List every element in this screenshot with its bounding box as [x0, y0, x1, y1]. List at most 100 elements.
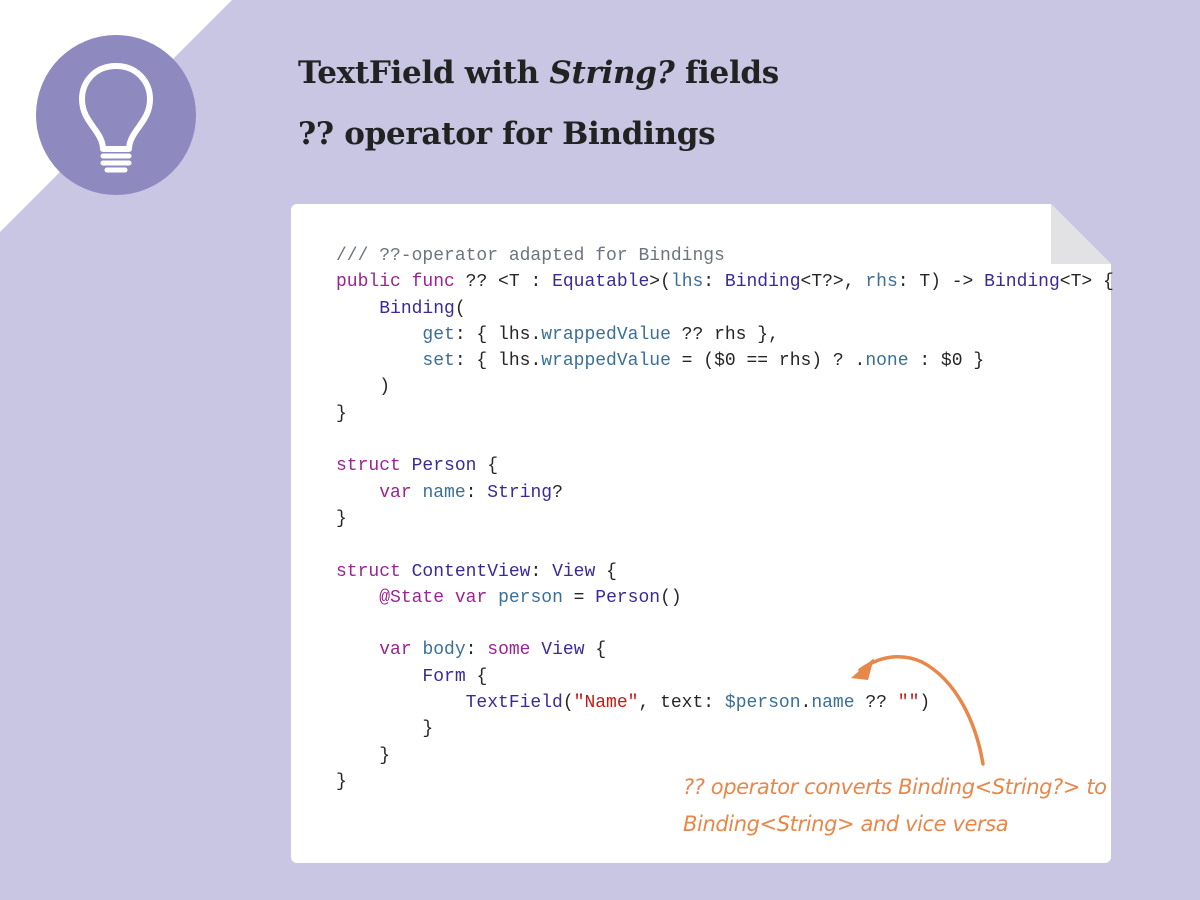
code-token: [401, 456, 412, 476]
code-token: [336, 325, 422, 345]
code-token: @State: [379, 587, 445, 608]
code-token: ): [336, 377, 391, 398]
code-token: = ($0 == rhs) ? .: [670, 351, 866, 372]
page-subtitle: ?? operator for Bindings: [298, 116, 716, 152]
code-token: Person: [411, 456, 477, 477]
code-token: ContentView: [411, 561, 531, 582]
code-token: [401, 562, 412, 582]
subtitle-text: ?? operator for Bindings: [298, 116, 716, 152]
code-token: (: [454, 298, 466, 319]
code-token: {: [476, 456, 499, 477]
code-token: wrappedValue: [541, 324, 671, 345]
code-line: ): [336, 374, 1114, 400]
code-token: [336, 483, 379, 503]
code-line: }: [336, 716, 1114, 742]
code-line: public func ?? <T : Equatable>(lhs: Bind…: [336, 269, 1114, 295]
code-token: Binding: [984, 272, 1060, 293]
lightbulb-badge: [36, 35, 196, 195]
code-line: var body: some View {: [336, 637, 1114, 663]
code-token: "": [897, 693, 920, 714]
code-token: $person: [724, 693, 801, 714]
code-token: var: [379, 640, 412, 661]
code-token: [487, 588, 498, 608]
code-token: person: [498, 587, 563, 608]
code-line: struct ContentView: View {: [336, 559, 1114, 585]
code-token: View: [541, 640, 585, 661]
code-token: name: [422, 482, 466, 503]
code-token: Binding: [724, 272, 801, 293]
code-token: Person: [595, 587, 661, 608]
code-token: name: [811, 693, 855, 714]
code-token: "Name": [573, 693, 639, 714]
code-token: <T> {: [1059, 272, 1114, 293]
code-line: [336, 611, 1114, 637]
annotation-line-1: ?? operator converts Binding<String?> to: [683, 775, 1107, 799]
code-token: .: [800, 693, 812, 714]
title-prefix: TextField with: [298, 55, 550, 91]
code-token: =: [562, 587, 596, 608]
code-token: [336, 667, 422, 687]
code-token: set: [422, 351, 455, 372]
code-token: : T) ->: [897, 272, 985, 293]
code-token: String: [487, 482, 553, 503]
code-token: [336, 351, 422, 371]
code-token: [336, 693, 466, 713]
code-token: {: [595, 561, 617, 582]
code-token: /// ??-operator adapted for Bindings: [336, 246, 725, 266]
code-line: @State var person = Person(): [336, 585, 1114, 611]
code-line: struct Person {: [336, 453, 1114, 479]
code-token: <T?>,: [800, 272, 866, 293]
annotation-line-2: Binding<String> and vice versa: [683, 812, 1009, 836]
code-token: ?? rhs },: [670, 324, 779, 345]
code-token: ?: [552, 482, 563, 503]
page-title: TextField with String? fields: [298, 55, 779, 91]
code-sheet: [291, 204, 1111, 863]
title-emphasis: String?: [549, 55, 675, 91]
code-token: (): [660, 587, 682, 608]
code-token: TextField: [465, 693, 563, 714]
code-token: [336, 588, 379, 608]
code-token: [401, 272, 412, 292]
code-token: }: [336, 508, 347, 529]
code-line: [336, 427, 1114, 453]
code-line: }: [336, 743, 1114, 769]
code-token: :: [465, 482, 488, 503]
code-token: body: [422, 640, 466, 661]
code-token: {: [584, 640, 607, 661]
code-line: /// ??-operator adapted for Bindings: [336, 243, 1114, 269]
code-token: get: [422, 324, 455, 345]
code-token: func: [411, 272, 455, 293]
code-token: [412, 483, 423, 503]
code-line: TextField("Name", text: $person.name ?? …: [336, 690, 1114, 716]
code-token: struct: [336, 561, 401, 582]
code-token: [336, 299, 379, 319]
code-line: }: [336, 769, 1114, 795]
code-token: {: [465, 666, 488, 687]
code-line: Form {: [336, 664, 1114, 690]
code-token: [336, 640, 379, 660]
code-token: }: [336, 771, 347, 792]
code-token: Equatable: [552, 272, 650, 293]
code-line: }: [336, 401, 1114, 427]
code-token: }: [336, 745, 391, 766]
code-token: some: [487, 640, 531, 661]
code-token: Form: [422, 666, 466, 687]
code-token: :: [465, 640, 488, 661]
code-token: struct: [336, 456, 401, 477]
title-suffix: fields: [674, 55, 779, 91]
code-token: none: [865, 351, 909, 372]
code-token: public: [336, 272, 401, 293]
code-line: Binding(: [336, 296, 1114, 322]
code-token: , text:: [638, 693, 725, 714]
code-token: (: [562, 693, 574, 714]
code-token: [444, 588, 455, 608]
code-token: View: [552, 561, 596, 582]
code-token: }: [336, 719, 434, 740]
code-token: :: [703, 272, 725, 293]
code-token: ??: [854, 693, 898, 714]
code-token: [530, 640, 541, 660]
code-token: }: [336, 403, 347, 424]
code-token: var: [379, 482, 412, 503]
code-token: rhs: [865, 272, 898, 293]
code-line: var name: String?: [336, 480, 1114, 506]
